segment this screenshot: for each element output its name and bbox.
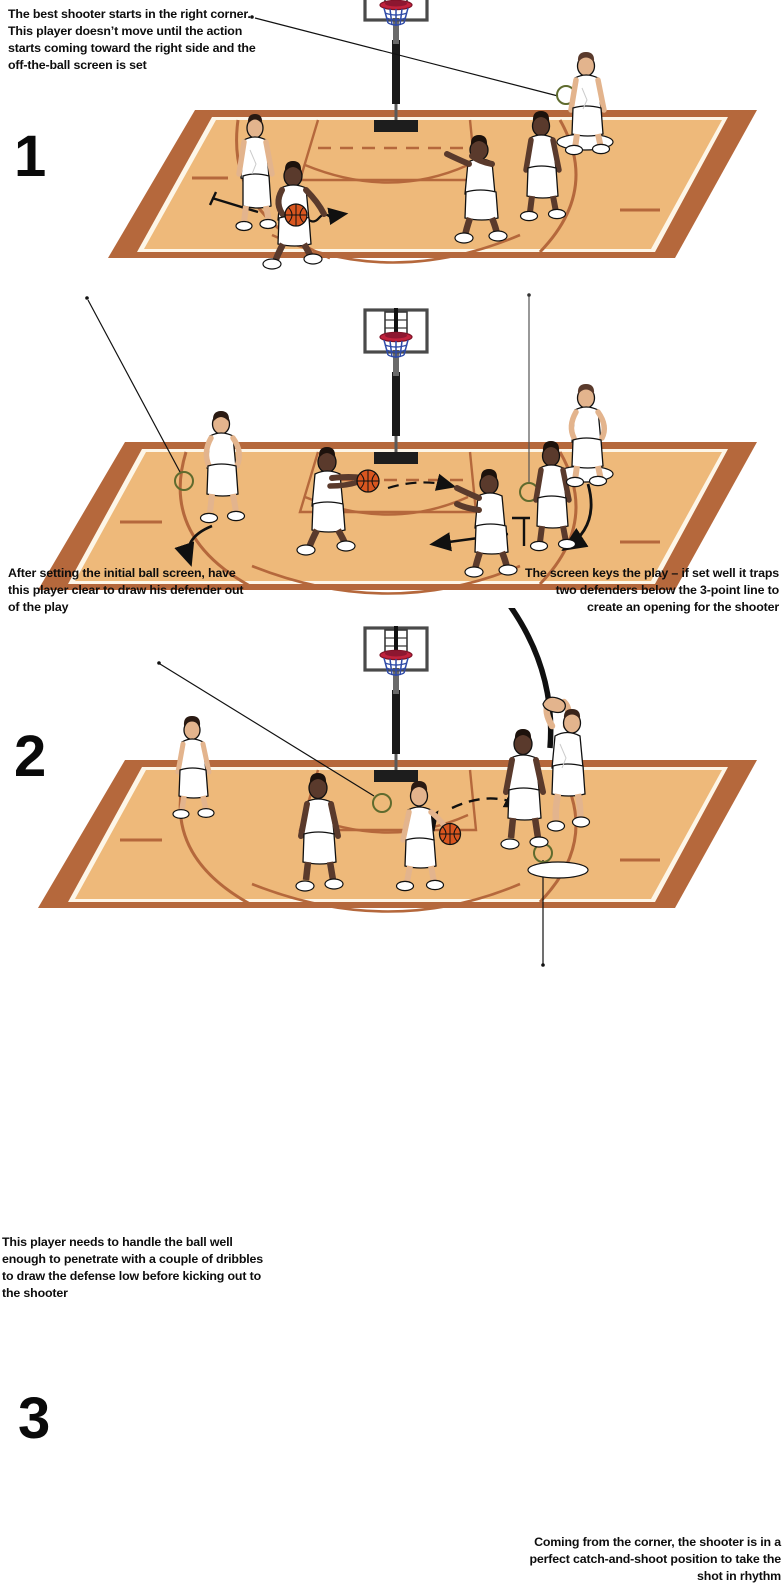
- pass-arrow-dashed: [387, 473, 457, 491]
- leader-line-to-ball-handler: [157, 661, 375, 797]
- panel-2-stage: [0, 276, 783, 608]
- defender-on-ball: [235, 114, 277, 232]
- step-number-2: 2: [14, 724, 46, 789]
- screener: [529, 441, 577, 552]
- clear-out-curve-left: [174, 524, 213, 567]
- step-number-1: 1: [14, 124, 46, 189]
- screen-bar-right: [512, 516, 530, 546]
- caption-panel-2-left: After setting the initial ball screen, h…: [8, 566, 244, 614]
- hoop-panel-2: [363, 306, 429, 466]
- panel-1-court-scene: [108, 0, 757, 270]
- shooter-rising: [542, 696, 591, 832]
- leader-line-to-screener: [527, 293, 531, 484]
- play-panel-1: The best shooter starts in the right cor…: [0, 0, 783, 276]
- weakside-offense: [172, 716, 215, 820]
- panel-1-stage: [0, 0, 783, 276]
- panel-2-court-scene: [38, 293, 757, 595]
- highlight-ellipse-shooter-spot: [527, 861, 589, 879]
- caption-panel-3-right: Coming from the corner, the shooter is i…: [529, 1535, 781, 1583]
- court-surface-1: [108, 110, 757, 258]
- offense-ball-handler-3: [395, 781, 462, 892]
- offense-wing: [519, 111, 567, 222]
- help-defender-middle-2: [454, 469, 518, 578]
- caption-panel-1: The best shooter starts in the right cor…: [8, 7, 256, 72]
- caption-panel-3-left: This player needs to handle the ball wel…: [2, 1235, 264, 1300]
- leader-line-to-shooter-spot: [541, 860, 545, 967]
- leader-line-to-corner-shooter: [250, 15, 559, 97]
- screen-bar-left: [208, 191, 259, 214]
- help-defender-middle: [444, 135, 508, 244]
- clearing-player: [199, 411, 246, 524]
- closeout-defender: [500, 729, 549, 850]
- corner-shooter: [564, 52, 611, 156]
- corner-shooter-2: [565, 384, 608, 488]
- step-number-3: 3: [18, 1386, 50, 1451]
- hoop-panel-3: [363, 624, 429, 784]
- caption-panel-2-right: The screen keys the play – if set well i…: [525, 566, 779, 614]
- low-defender: [295, 773, 344, 892]
- panel-3-stage: [0, 608, 783, 986]
- kick-out-pass-dashed: [451, 789, 527, 810]
- offense-ball-handler: [262, 161, 327, 270]
- marker-circle-clearing-player: [174, 471, 194, 491]
- marker-circle-ball-handler: [372, 793, 392, 813]
- play-panel-3: This player needs to handle the ball wel…: [0, 608, 783, 1583]
- leader-line-to-clearing-player: [85, 296, 181, 473]
- panel-3-court-scene: [38, 608, 757, 967]
- offense-ball-handler-2: [296, 447, 380, 556]
- play-panel-2: After setting the initial ball screen, h…: [0, 276, 783, 786]
